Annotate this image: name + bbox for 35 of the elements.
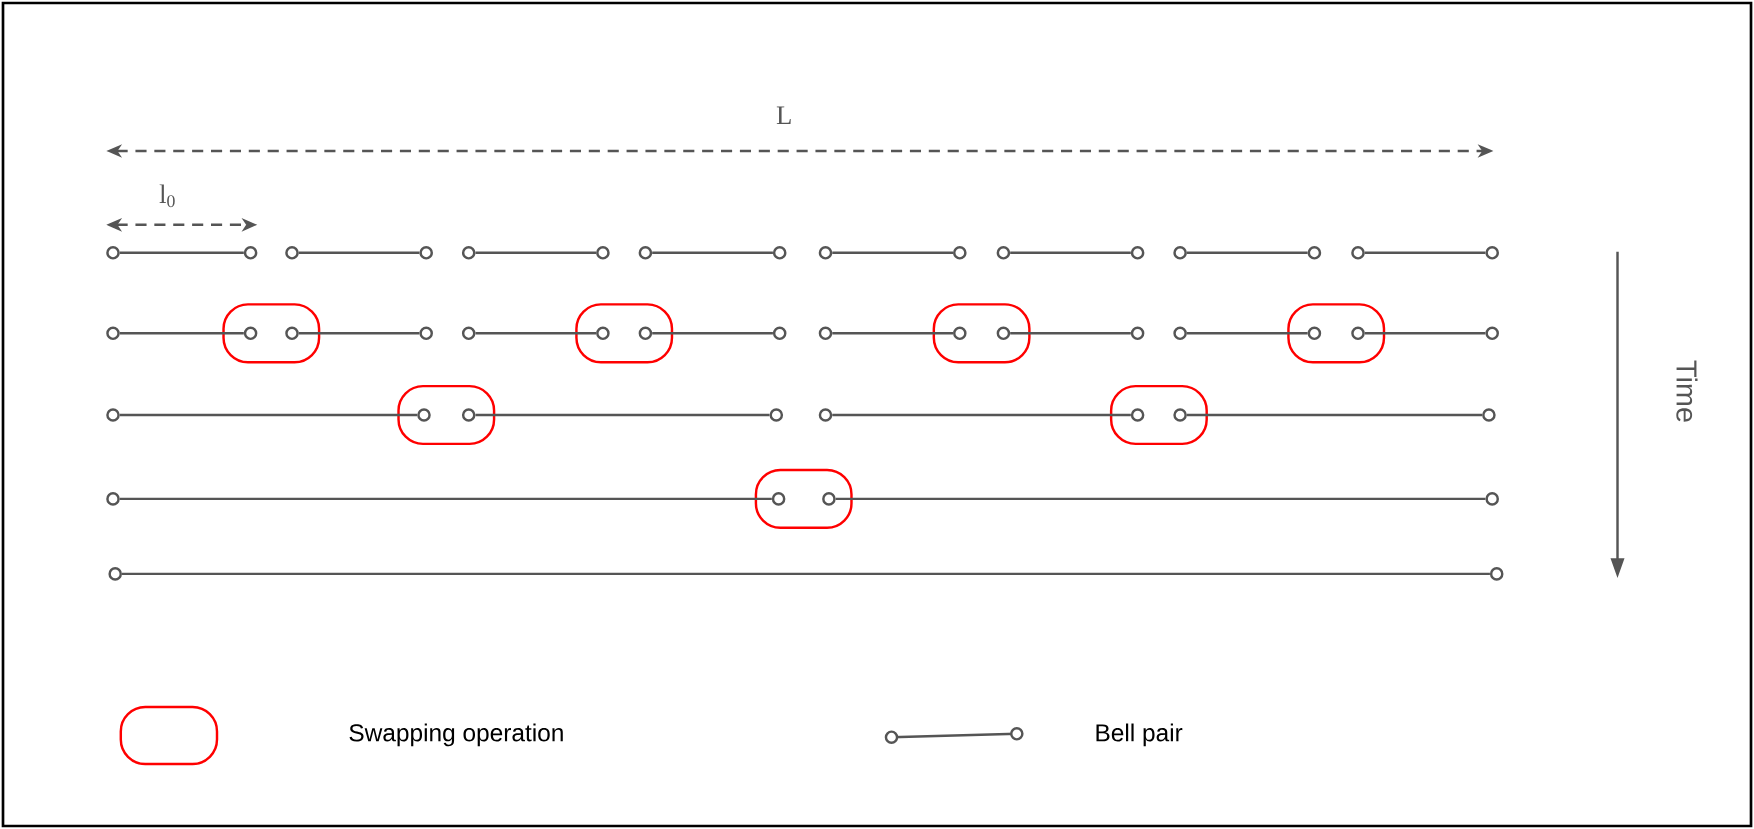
- bell-pair-line: [1186, 413, 1483, 417]
- bell-pair-line: [1186, 332, 1308, 335]
- bell-pair-line: [652, 251, 773, 254]
- bell-pair-line: [832, 251, 954, 254]
- dimension-label: l$_{0}$: [159, 184, 175, 208]
- legend-text: Bell pair: [1096, 723, 1183, 747]
- axis-label: Time: [1676, 360, 1698, 422]
- bell-pair-line: [1364, 332, 1486, 335]
- bell-pair-line: [475, 251, 597, 254]
- bell-pair-line: [119, 332, 244, 335]
- swapping-box: [1109, 384, 1208, 446]
- legend-text: Swapping operation: [349, 723, 563, 747]
- bell-pair-line: [652, 332, 773, 335]
- bell-pair-line: [832, 332, 954, 335]
- swapping-box: [575, 303, 674, 364]
- bell-pair-line: [475, 332, 597, 335]
- bell-pair-line: [475, 413, 770, 417]
- bell-pair-line: [1010, 251, 1131, 254]
- swapping-box: [932, 303, 1031, 364]
- swapping-box: [222, 303, 321, 364]
- bell-pair-line: [298, 332, 420, 335]
- bell-pair-line: [832, 413, 1131, 417]
- swapping-box: [754, 468, 853, 529]
- bell-pair-line: [835, 497, 1486, 501]
- bell-pair-line: [1364, 251, 1486, 254]
- swapping-box: [397, 384, 496, 446]
- bell-pair-line: [119, 497, 772, 501]
- bell-pair-line: [1186, 251, 1308, 254]
- bell-pair-line: [122, 572, 1490, 576]
- bell-pair-line: [119, 251, 244, 254]
- bell-pair-line: [1010, 332, 1131, 335]
- bell-pair-line: [119, 413, 418, 417]
- swapping-box: [1287, 303, 1386, 364]
- dimension-label: L: [776, 106, 791, 124]
- bell-pair-line: [298, 251, 420, 254]
